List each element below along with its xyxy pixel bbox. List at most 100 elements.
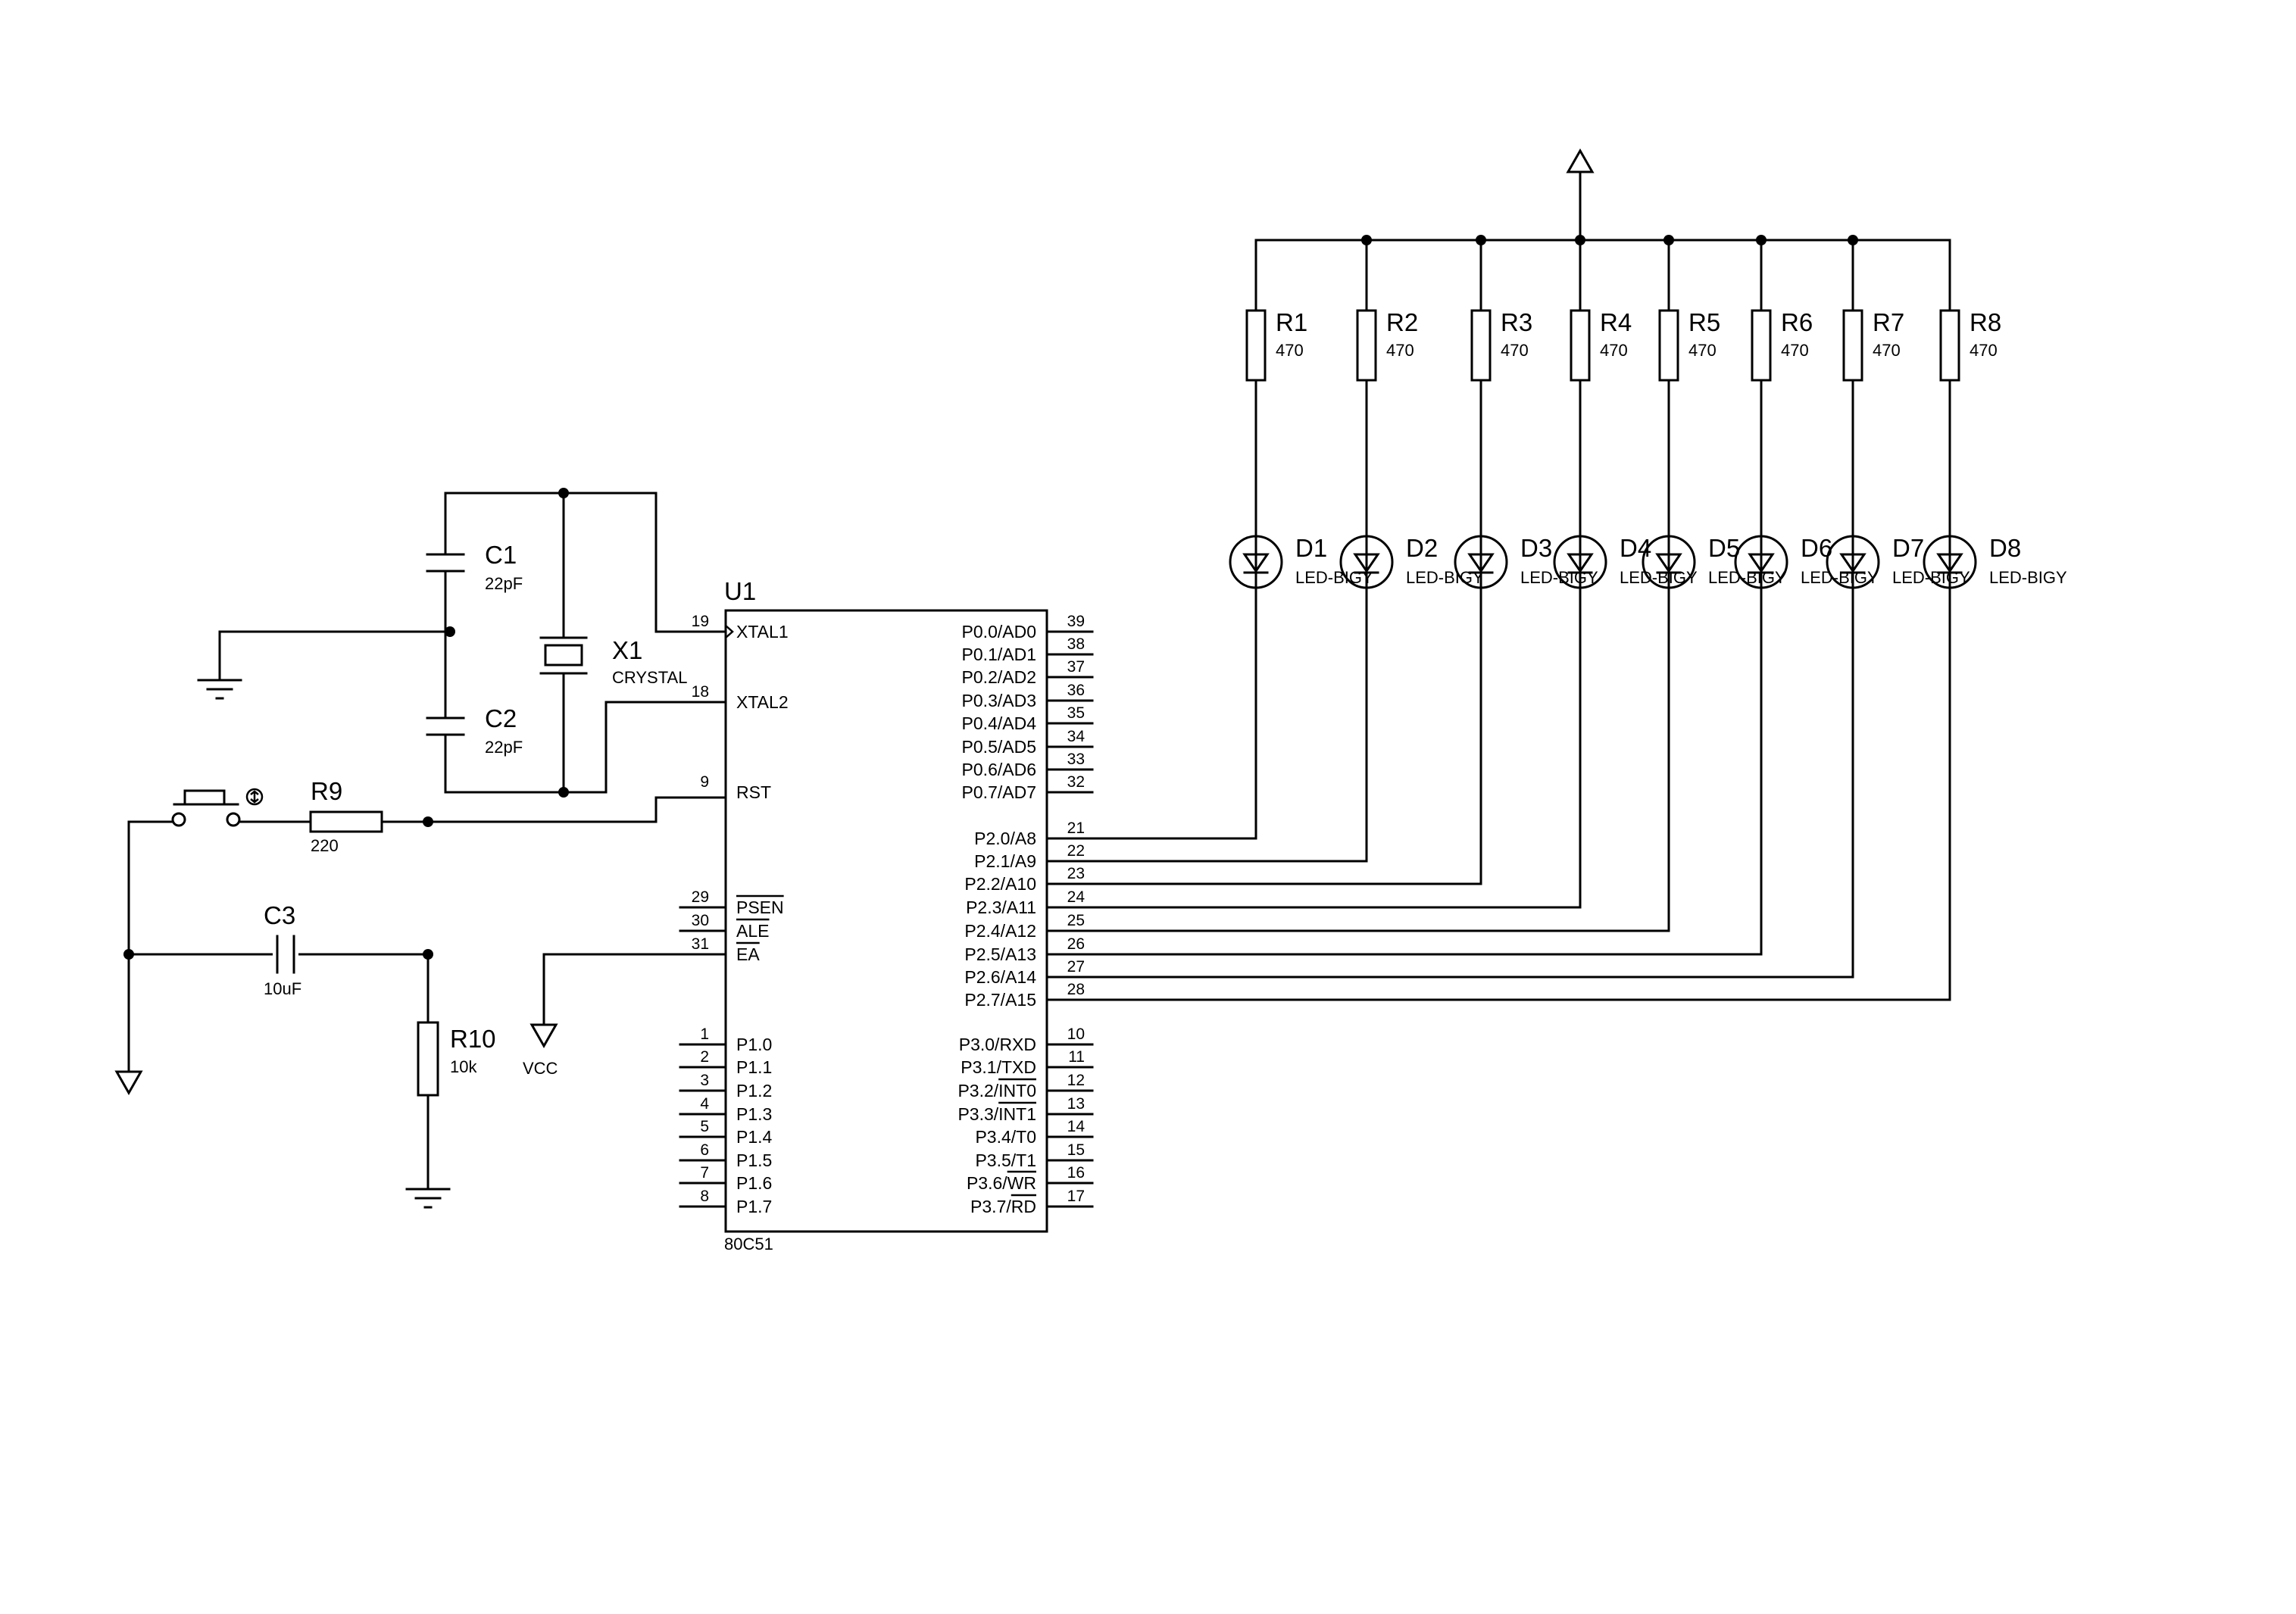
pin-label: P1.3 <box>736 1104 772 1124</box>
pin-label: P1.7 <box>736 1197 772 1216</box>
pin-number: 11 <box>1068 1048 1085 1066</box>
led-ref: D1 <box>1295 534 1327 562</box>
pin-number: 35 <box>1067 704 1085 722</box>
led-columns: R1470D1LED-BIGYR2470D2LED-BIGYR3470D3LED… <box>1091 235 2067 1001</box>
pin-label: P1.4 <box>736 1127 773 1147</box>
pin-number: 39 <box>1067 613 1085 630</box>
pin-number: 14 <box>1067 1118 1086 1135</box>
mcu-pin-4: 4P1.3 <box>679 1095 772 1124</box>
pin-label: P0.5/AD5 <box>962 737 1036 757</box>
mcu-body <box>724 609 1048 1233</box>
resistor-value: 470 <box>1276 341 1304 360</box>
mcu-pin-8: 8P1.7 <box>679 1188 772 1216</box>
pin-number: 19 <box>692 613 709 630</box>
resistor-value: 470 <box>1600 341 1628 360</box>
pin-number: 9 <box>700 773 709 791</box>
reset-circuit: R9 220 C3 10uF R10 10k <box>114 777 727 1209</box>
led-value: LED-BIGY <box>1989 568 2067 587</box>
pin-label: P1.1 <box>736 1057 772 1077</box>
led-ref: D2 <box>1406 534 1438 562</box>
pin-number: 8 <box>700 1188 709 1205</box>
led-array: R1470D1LED-BIGYR2470D2LED-BIGYR3470D3LED… <box>1091 148 2067 1001</box>
r9-ref: R9 <box>311 777 342 805</box>
pin-label: P3.1/TXD <box>961 1057 1036 1077</box>
pin-number: 7 <box>700 1164 709 1182</box>
mcu-pin-6: 6P1.5 <box>679 1141 772 1170</box>
pin-label: RST <box>736 782 771 802</box>
resistor-ref: R8 <box>1970 308 2001 336</box>
c1-value: 22pF <box>485 574 523 593</box>
pin-number: 2 <box>700 1048 709 1066</box>
pin-label: P0.6/AD6 <box>962 760 1036 779</box>
pin-number: 3 <box>700 1072 709 1089</box>
pin-number: 32 <box>1067 773 1085 791</box>
mcu-pin-3: 3P1.2 <box>679 1072 772 1100</box>
mcu-part: 80C51 <box>724 1235 773 1253</box>
mcu-left-pins: 19XTAL118XTAL29RST29PSEN30ALE31EA1P1.02P… <box>679 613 789 1216</box>
mcu-pin-5: 5P1.4 <box>679 1118 773 1147</box>
pin-label: P1.5 <box>736 1150 772 1170</box>
pin-label: P3.0/RXD <box>959 1035 1036 1054</box>
led-ref: D7 <box>1892 534 1924 562</box>
pin-label: P2.0/A8 <box>974 829 1036 848</box>
pin-label: P2.1/A9 <box>974 851 1036 871</box>
led-ref: D3 <box>1520 534 1552 562</box>
pin-number: 16 <box>1067 1164 1085 1182</box>
capacitor-c2: C2 22pF <box>426 630 523 794</box>
c3-ref: C3 <box>264 901 295 929</box>
c1-ref: C1 <box>485 541 517 569</box>
ground-symbol <box>405 1188 451 1209</box>
pin-label: P2.6/A14 <box>964 967 1036 987</box>
pin-label: XTAL1 <box>736 622 789 642</box>
pin-label: P2.2/A10 <box>964 874 1036 894</box>
led-value: LED-BIGY <box>1892 568 1970 587</box>
c2-ref: C2 <box>485 704 517 732</box>
r9-value: 220 <box>311 836 339 855</box>
resistor-ref: R6 <box>1781 308 1813 336</box>
resistor-r10: R10 10k <box>417 1021 496 1097</box>
led-ref: D8 <box>1989 534 2021 562</box>
ea-vcc-connection: VCC <box>523 953 727 1078</box>
pin-label: P2.4/A12 <box>964 921 1036 941</box>
resistor-ref: R2 <box>1386 308 1418 336</box>
pin-number: 28 <box>1067 981 1085 998</box>
pin-number: 33 <box>1067 751 1085 768</box>
capacitor-c3: C3 10uF <box>264 901 301 998</box>
pin-label: P0.2/AD2 <box>962 667 1036 687</box>
pin-label: P1.0 <box>736 1035 772 1054</box>
capacitor-c1: C1 22pF <box>426 492 523 633</box>
pin-label: P0.0/AD0 <box>962 622 1036 642</box>
r10-value: 10k <box>450 1057 477 1076</box>
pin-number: 26 <box>1067 935 1085 953</box>
pin-label: P1.6 <box>736 1173 772 1193</box>
pin-number: 4 <box>700 1095 709 1113</box>
pin-number: 1 <box>700 1026 709 1043</box>
